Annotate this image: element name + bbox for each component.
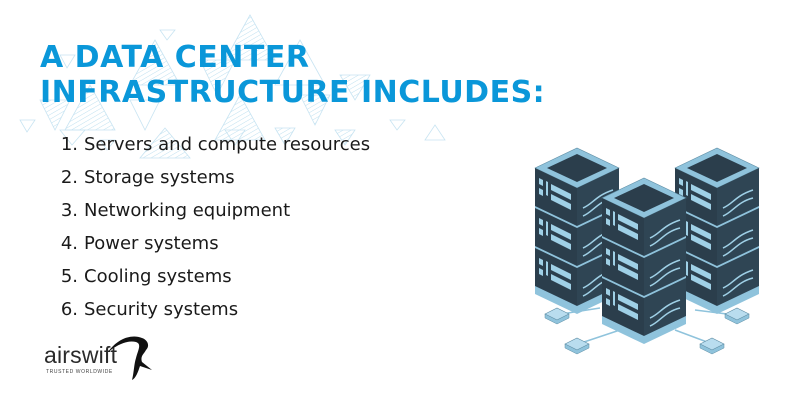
title-line-1: A DATA CENTER — [40, 40, 310, 75]
list-item: 6. Security systems — [52, 299, 370, 332]
list-item-text: Servers and compute resources — [84, 134, 371, 155]
list-item: 5. Cooling systems — [52, 266, 370, 299]
list-item-number: 5. — [60, 266, 78, 287]
list-item-text: Cooling systems — [84, 266, 232, 287]
list-item: 3. Networking equipment — [52, 200, 370, 233]
list-item-number: 6. — [60, 299, 78, 320]
list-item-text: Storage systems — [84, 167, 235, 188]
logo-wordmark: airswift — [44, 342, 118, 368]
list-item-text: Security systems — [84, 299, 239, 320]
list-item-number: 1. — [60, 134, 78, 155]
server-racks-icon — [525, 140, 785, 355]
swift-bird-icon — [108, 336, 152, 380]
list-item-text: Power systems — [84, 233, 219, 254]
airswift-logo: airswift TRUSTED WORLDWIDE — [44, 330, 154, 380]
list-item: 1. Servers and compute resources — [52, 134, 370, 167]
logo-tagline: TRUSTED WORLDWIDE — [46, 369, 113, 375]
list-item-text: Networking equipment — [84, 200, 291, 221]
title-line-2: INFRASTRUCTURE INCLUDES: — [40, 75, 546, 110]
list-item-number: 4. — [60, 233, 78, 254]
infrastructure-list: 1. Servers and compute resources 2. Storag… — [52, 134, 370, 332]
list-item-number: 3. — [60, 200, 78, 221]
page-title: A DATA CENTER INFRASTRUCTURE INCLUDES: — [40, 40, 545, 110]
list-item-number: 2. — [60, 167, 78, 188]
list-item: 2. Storage systems — [52, 167, 370, 200]
list-item: 4. Power systems — [52, 233, 370, 266]
